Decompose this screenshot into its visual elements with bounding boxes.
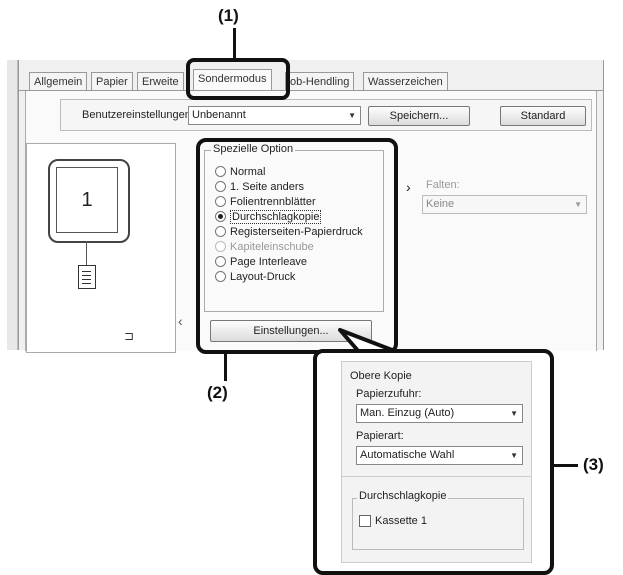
radio-icon — [215, 180, 226, 192]
option-tab-paper-print[interactable]: Registerseiten-Papierdruck — [215, 225, 363, 239]
user-settings-label: Benutzereinstellungen — [82, 109, 191, 121]
fold-select[interactable]: Keine ▼ — [422, 195, 587, 214]
option-chapter-inserts[interactable]: Kapiteleinschube — [215, 240, 314, 254]
callout-line-3 — [550, 464, 578, 467]
radio-icon — [215, 255, 226, 267]
cassette-label: Kassette 1 — [375, 515, 427, 527]
option-label: Page Interleave — [230, 256, 308, 268]
popup-divider — [342, 476, 531, 477]
option-label: 1. Seite anders — [230, 181, 304, 193]
preview-page-inner: 1 — [56, 167, 118, 233]
user-settings-value: Unbenannt — [192, 109, 246, 121]
sondermodus-tab-highlight — [186, 58, 290, 100]
option-page-interleave[interactable]: Page Interleave — [215, 255, 307, 269]
option-carbon-copy[interactable]: Durchschlagkopie — [215, 210, 322, 224]
option-layout-print[interactable]: Layout-Druck — [215, 270, 295, 284]
arrow-left-icon: ‹ — [178, 313, 183, 329]
preview-page-number: 1 — [81, 189, 93, 211]
option-label: Layout-Druck — [230, 271, 296, 283]
settings-button[interactable]: Einstellungen... — [210, 320, 372, 342]
paper-type-label: Papierart: — [356, 430, 404, 442]
paper-source-select[interactable]: Man. Einzug (Auto) ▼ — [356, 404, 523, 423]
paper-source-value: Man. Einzug (Auto) — [360, 407, 455, 419]
chevron-down-icon: ▼ — [574, 200, 582, 209]
option-label: Kapiteleinschube — [230, 241, 314, 253]
special-option-title: Spezielle Option — [211, 143, 296, 155]
callout-label-2: (2) — [207, 383, 228, 402]
document-icon — [78, 265, 96, 289]
checkbox-icon[interactable] — [359, 515, 371, 528]
stapler-icon: ⊐ — [124, 329, 135, 343]
standard-button[interactable]: Standard — [500, 106, 586, 126]
carbon-copy-settings-popup: Obere Kopie Papierzufuhr: Man. Einzug (A… — [313, 349, 554, 575]
save-button[interactable]: Speichern... — [368, 106, 470, 126]
carbon-copy-group: Durchschlagkopie Kassette 1 — [352, 490, 524, 550]
radio-selected-icon — [215, 210, 226, 222]
radio-icon — [215, 195, 226, 207]
option-label: Durchschlagkopie — [230, 210, 322, 224]
tabstrip-divider — [19, 90, 603, 91]
tab-sondermodus[interactable]: Sondermodus — [193, 69, 272, 91]
option-label: Normal — [230, 166, 266, 178]
cassette-checkbox-row[interactable]: Kassette 1 — [359, 515, 427, 528]
option-first-page-different[interactable]: 1. Seite anders — [215, 180, 304, 194]
callout-line-2 — [224, 345, 227, 381]
special-option-highlight — [196, 138, 398, 354]
upper-copy-title: Obere Kopie — [350, 370, 412, 382]
option-normal[interactable]: Normal — [215, 165, 265, 179]
radio-icon — [215, 240, 226, 252]
callout-label-1: (1) — [218, 6, 239, 25]
fold-value: Keine — [426, 198, 455, 210]
paper-type-select[interactable]: Automatische Wahl ▼ — [356, 446, 523, 465]
chevron-down-icon: ▼ — [348, 111, 356, 120]
carbon-copy-group-title: Durchschlagkopie — [357, 490, 449, 502]
fold-label: Falten: — [426, 179, 460, 191]
callout-label-3: (3) — [583, 455, 604, 474]
callout-line-1 — [233, 28, 236, 58]
tab-wasserzeichen[interactable]: Wasserzeichen — [363, 72, 448, 91]
radio-icon — [215, 270, 226, 282]
tab-allgemein[interactable]: Allgemein — [29, 72, 88, 91]
special-option-group: Spezielle Option Normal 1. Seite anders … — [204, 143, 384, 312]
option-label: Registerseiten-Papierdruck — [230, 226, 363, 238]
radio-icon — [215, 225, 226, 237]
paper-type-value: Automatische Wahl — [360, 449, 455, 461]
printer-properties-dialog: Allgemein Papier Erweite Sondermodus ob-… — [7, 60, 604, 353]
paper-source-label: Papierzufuhr: — [356, 388, 422, 400]
arrow-right-icon: › — [406, 179, 411, 195]
tab-erweitert[interactable]: Erweite — [137, 72, 184, 91]
tab-job-handling[interactable]: ob-Hendling — [285, 72, 355, 91]
option-label: Folientrennblätter — [230, 196, 316, 208]
popup-content: Obere Kopie Papierzufuhr: Man. Einzug (A… — [341, 361, 532, 563]
option-transparency-separators[interactable]: Folientrennblätter — [215, 195, 316, 209]
chevron-down-icon: ▼ — [510, 409, 518, 418]
sondermodus-panel: Benutzereinstellungen Unbenannt ▼ Speich… — [25, 91, 597, 353]
preview-connector-line — [86, 241, 87, 265]
user-settings-select[interactable]: Unbenannt ▼ — [188, 106, 361, 125]
radio-icon — [215, 165, 226, 177]
tab-papier[interactable]: Papier — [91, 72, 133, 91]
chevron-down-icon: ▼ — [510, 451, 518, 460]
